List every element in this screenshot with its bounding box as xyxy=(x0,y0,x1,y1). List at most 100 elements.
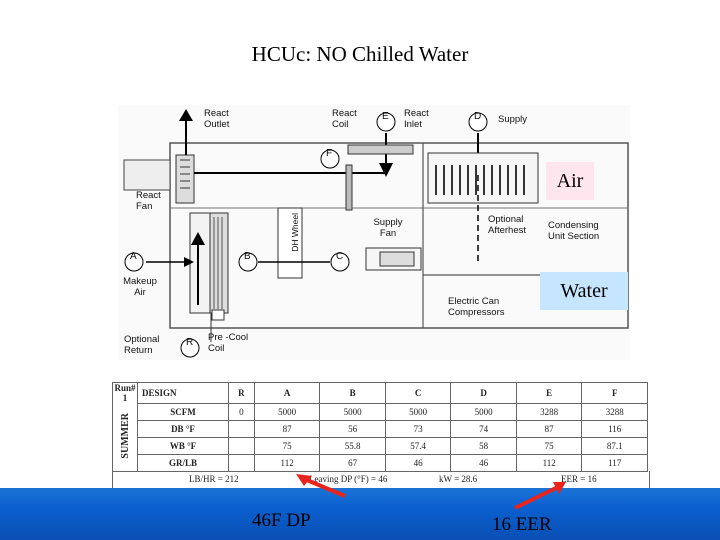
table-cell: 75 xyxy=(253,436,321,455)
row-label: DB °F xyxy=(137,419,229,438)
bottom-bar xyxy=(0,488,720,540)
node-f xyxy=(320,149,340,169)
table-row: WB °F 75 55.8 57.4 58 75 87.1 xyxy=(113,436,648,455)
react-fan-motor xyxy=(175,154,195,204)
leaving-dp-value: Leaving DP (°F) = 46 xyxy=(309,474,388,484)
table-header-row: Run# 1 DESIGN R A B C D E F xyxy=(112,382,648,404)
table-cell: 57.4 xyxy=(384,436,452,455)
run-cell: Run# 1 xyxy=(112,382,138,403)
air-label-box: Air xyxy=(546,162,594,200)
table-cell xyxy=(228,453,255,472)
header-a: A xyxy=(253,382,321,404)
table-cell: 56 xyxy=(319,419,386,438)
node-a-label: A xyxy=(130,251,137,262)
react-fan-label: React Fan xyxy=(136,190,161,212)
react-outlet-arrow xyxy=(179,109,193,121)
table-cell: 87 xyxy=(253,419,321,438)
table-cell: 67 xyxy=(319,453,386,472)
row-label: GR/LB xyxy=(137,453,229,472)
header-c: C xyxy=(384,382,452,404)
table-cell: 5000 xyxy=(450,402,517,421)
table-cell: 116 xyxy=(581,419,648,438)
table-cell: 46 xyxy=(450,453,517,472)
section-cell: SUMMER xyxy=(112,403,138,472)
table-cell: 87 xyxy=(515,419,583,438)
condensing-unit-label: Condensing Unit Section xyxy=(548,220,600,242)
row-label: WB °F xyxy=(137,436,229,455)
compressors-label: Electric Can Compressors xyxy=(448,296,505,318)
node-a xyxy=(124,252,144,272)
header-r: R xyxy=(228,382,255,404)
header-design: DESIGN xyxy=(137,382,229,404)
react-coil xyxy=(347,144,414,155)
header-b: B xyxy=(319,382,386,404)
node-b xyxy=(238,252,258,272)
annotation-arrows xyxy=(296,474,566,510)
table-cell: 112 xyxy=(515,453,583,472)
precool-coil-label: Pre -Cool Coil xyxy=(208,332,249,354)
eer-arrow-head xyxy=(553,482,566,494)
table-cell: 58 xyxy=(450,436,517,455)
table-cell: 0 xyxy=(228,402,255,421)
table-cell: 112 xyxy=(253,453,321,472)
optional-return-label: Optional Return xyxy=(124,334,160,356)
node-d xyxy=(468,112,488,132)
row-label: SCFM xyxy=(137,402,229,421)
precool-column xyxy=(189,212,213,314)
react-outlet-label: React Outlet xyxy=(204,108,230,130)
dp-arrow-head xyxy=(296,474,312,486)
supply-fan-label: Supply Fan xyxy=(373,217,403,239)
run-label: Run# 1 xyxy=(114,383,136,403)
slide-title: HCUc: NO Chilled Water xyxy=(251,42,469,66)
precool-coil xyxy=(209,212,229,314)
react-inlet-arrow xyxy=(379,163,393,177)
node-f-label: F xyxy=(326,148,333,159)
table-cell: 5000 xyxy=(384,402,452,421)
table-cell: 46 xyxy=(384,453,452,472)
table-cell: 3288 xyxy=(581,402,648,421)
react-coil-label: React Coil xyxy=(332,108,357,130)
eer-arrow xyxy=(514,484,561,510)
dh-wheel xyxy=(277,207,303,279)
eer-annotation: 16 EER xyxy=(492,514,552,535)
node-e-label: E xyxy=(382,111,389,122)
table-cell xyxy=(228,436,255,455)
hvac-schematic: A B C D E F R React Outlet React Coil Re… xyxy=(118,105,630,360)
node-b-label: B xyxy=(244,251,251,262)
node-d-label: D xyxy=(474,111,482,122)
optional-afterheat-label: Optional Afterhest xyxy=(488,214,527,236)
node-r xyxy=(180,338,200,358)
node-c-label: C xyxy=(336,251,344,262)
makeup-air-label: Makeup Air xyxy=(123,276,157,298)
table-cell: 3288 xyxy=(515,402,583,421)
table-cell: 74 xyxy=(450,419,517,438)
table-cell: 87.1 xyxy=(581,436,648,455)
table-cell: 5000 xyxy=(253,402,321,421)
schematic-drawing xyxy=(118,105,630,360)
dp-arrow xyxy=(301,476,346,498)
table-cell: 5000 xyxy=(319,402,386,421)
design-table: Run# 1 DESIGN R A B C D E F SUMMER SCFM … xyxy=(112,382,648,489)
node-c xyxy=(330,252,350,272)
react-inlet-label: React Inlet xyxy=(404,108,429,130)
table-row: SUMMER SCFM 0 5000 5000 5000 5000 3288 3… xyxy=(112,402,648,472)
dh-wheel-label: DH Wheel xyxy=(290,213,300,252)
lb-hr-value: LB/HR = 212 xyxy=(189,474,239,484)
node-e xyxy=(376,112,396,132)
react-fan-box xyxy=(123,159,171,191)
table-cell: 117 xyxy=(581,453,648,472)
water-label-box: Water xyxy=(540,272,628,310)
table-cell xyxy=(228,419,255,438)
header-f: F xyxy=(581,382,648,404)
table-cell: 75 xyxy=(515,436,583,455)
table-row: GR/LB 112 67 46 46 112 117 xyxy=(113,453,648,472)
table-cell: 73 xyxy=(384,419,452,438)
kw-value: kW = 28.6 xyxy=(439,474,478,484)
supply-label: Supply xyxy=(498,114,528,125)
eer-value: EER = 16 xyxy=(561,474,597,484)
dp-annotation: 46F DP xyxy=(252,510,311,531)
table-cell: 55.8 xyxy=(319,436,386,455)
header-d: D xyxy=(450,382,517,404)
node-r-label: R xyxy=(186,337,194,348)
header-e: E xyxy=(515,382,583,404)
